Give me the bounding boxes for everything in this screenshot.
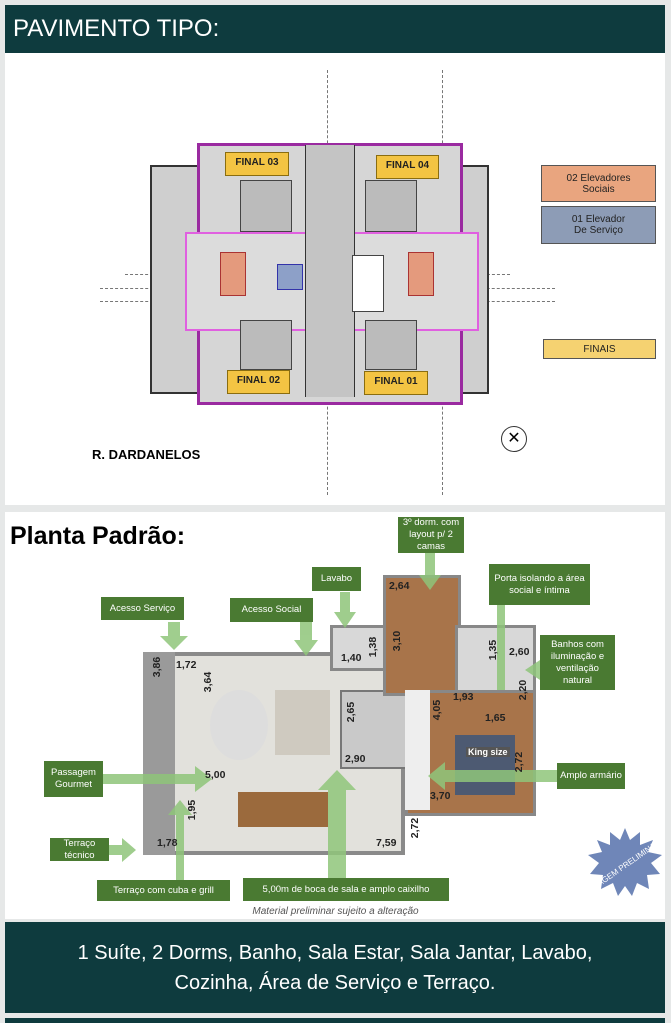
- legend-units: FINAIS: [543, 339, 656, 359]
- dimension-label: 3,86: [151, 656, 164, 678]
- dimension-label: 1,35: [487, 639, 500, 661]
- callout-wardrobe: Amplo armário: [557, 763, 625, 789]
- next-section-header: [5, 1018, 665, 1023]
- callout-living-opening: 5,00m de boca de sala e amplo caixilho: [243, 878, 449, 901]
- unit-final-04: FINAL 04: [376, 155, 439, 179]
- dimension-label: 1,65: [485, 712, 506, 724]
- unit-final-02: FINAL 02: [227, 370, 290, 394]
- preliminary-stamp-icon: IMAGEM PRELIMINAR: [588, 828, 662, 896]
- dimension-label: 1,95: [186, 799, 199, 821]
- disclaimer-caption: Material preliminar sujeito a alteração: [252, 906, 419, 917]
- callout-terrace-grill: Terraço com cuba e grill: [97, 880, 230, 901]
- dimension-label: 1,78: [157, 837, 178, 849]
- callout-door: Porta isolando a área social e íntima: [489, 564, 590, 605]
- dimension-label: 3,70: [430, 790, 451, 802]
- callout-service-access: Acesso Serviço: [101, 597, 184, 620]
- dimension-label: 2,64: [389, 580, 410, 592]
- summary-line-1: 1 Suíte, 2 Dorms, Banho, Sala Estar, Sal…: [77, 941, 593, 964]
- legend-social-elevators: 02 Elevadores Sociais: [541, 165, 656, 202]
- callout-social-access: Acesso Social: [230, 598, 313, 622]
- section-header: PAVIMENTO TIPO:: [5, 5, 665, 53]
- callout-third-bedroom: 3º dorm. com layout p/ 2 camas: [398, 517, 464, 553]
- dimension-label: 5,00: [205, 769, 226, 781]
- unit-final-03: FINAL 03: [225, 152, 289, 176]
- legend-label: 01 Elevador De Serviço: [571, 214, 626, 236]
- dimension-label: 1,72: [176, 659, 197, 671]
- social-elevator-left: [220, 252, 246, 296]
- king-size-label: King size: [466, 747, 510, 757]
- stairs: [352, 255, 384, 312]
- callout-technical-terrace: Terraço técnico: [50, 838, 109, 861]
- dimension-label: 4,05: [431, 699, 444, 721]
- dimension-label: 2,65: [345, 701, 358, 723]
- north-compass-icon: ✕: [501, 426, 527, 452]
- dimension-label: 2,90: [345, 753, 366, 765]
- dimension-label: 3,64: [202, 671, 215, 693]
- social-elevator-right: [408, 252, 434, 296]
- dimension-label: 2,60: [509, 646, 530, 658]
- legend-label: 02 Elevadores Sociais: [566, 172, 631, 195]
- service-elevator: [277, 264, 303, 290]
- street-name: R. DARDANELOS: [92, 447, 201, 462]
- dimension-label: 2,20: [517, 679, 530, 701]
- callout-gourmet-passage: Passagem Gourmet: [44, 761, 103, 797]
- dimension-label: 2,72: [513, 751, 526, 773]
- dimension-label: 3,10: [391, 630, 404, 652]
- legend-service-elevator: 01 Elevador De Serviço: [541, 206, 656, 244]
- summary-line-2: Cozinha, Área de Serviço e Terraço.: [174, 971, 496, 994]
- dimension-label: 2,72: [409, 817, 422, 839]
- standard-plan-title: Planta Padrão:: [10, 522, 186, 550]
- callout-lavabo: Lavabo: [312, 567, 361, 591]
- dimension-label: 7,59: [376, 837, 397, 849]
- section-title: PAVIMENTO TIPO:: [13, 15, 220, 42]
- dimension-label: 1,40: [341, 652, 362, 664]
- legend-label: FINAIS: [583, 343, 616, 355]
- callout-bathrooms: Banhos com iluminação e ventilação natur…: [540, 635, 615, 690]
- features-summary: 1 Suíte, 2 Dorms, Banho, Sala Estar, Sal…: [5, 922, 665, 1013]
- unit-final-01: FINAL 01: [364, 371, 428, 395]
- dimension-label: 1,93: [453, 691, 474, 703]
- dimension-label: 1,38: [367, 636, 380, 658]
